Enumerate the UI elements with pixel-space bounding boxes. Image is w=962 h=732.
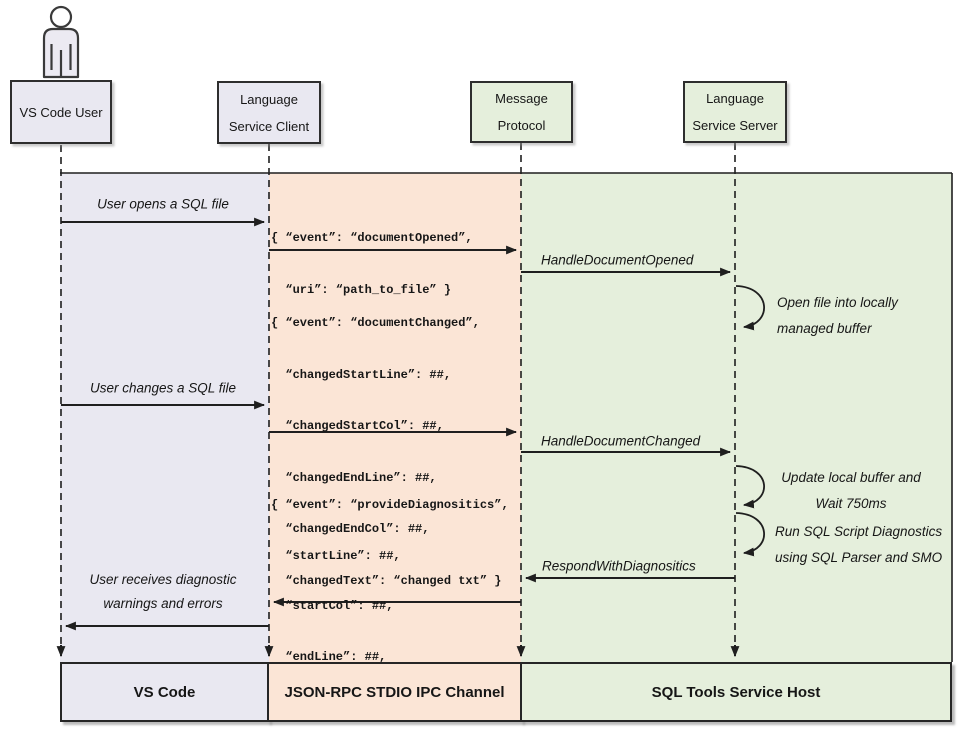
message-label-handle-document-changed: HandleDocumentChanged xyxy=(541,433,701,449)
annotation-line: managed buffer xyxy=(777,321,872,336)
annotation-update-buffer: Update local buffer and Wait 750ms xyxy=(772,465,930,517)
payload-line: { “event”: “documentOpened”, xyxy=(271,231,473,245)
message-label-handle-document-opened: HandleDocumentOpened xyxy=(541,252,694,268)
actor-box-language-service-client: Language Service Client xyxy=(217,81,321,144)
actor-box-message-protocol: Message Protocol xyxy=(470,81,573,143)
actor-label: VS Code User xyxy=(19,104,103,120)
message-label-respond-with-diagnostics: RespondWithDiagnositics xyxy=(542,558,696,574)
payload-document-opened: { “event”: “documentOpened”, “uri”: “pat… xyxy=(271,199,473,330)
payload-line: { “event”: “documentChanged”, xyxy=(271,316,480,330)
annotation-open-file: Open file into locally managed buffer xyxy=(777,290,898,342)
payload-line: “uri”: “path_to_file” } xyxy=(271,282,452,297)
annotation-run-diagnostics: Run SQL Script Diagnostics using SQL Par… xyxy=(775,519,942,571)
footer-box-vscode: VS Code xyxy=(60,662,269,722)
payload-line: “changedEndLine”: ##, xyxy=(271,470,437,485)
payload-line: “startCol”: ##, xyxy=(271,599,394,613)
annotation-line: Open file into locally xyxy=(777,295,898,310)
footer-label: JSON-RPC STDIO IPC Channel xyxy=(284,683,505,701)
person-icon xyxy=(42,5,80,79)
payload-line: “changedStartLine”: ##, xyxy=(271,367,452,382)
payload-line: “changedText”: “changed txt” } xyxy=(271,573,502,588)
payload-line: “startLine”: ##, xyxy=(271,548,401,563)
footer-label: SQL Tools Service Host xyxy=(651,683,821,701)
actor-label: Language xyxy=(240,91,298,107)
message-label-user-changes: User changes a SQL file xyxy=(89,380,237,396)
payload-line: { “event”: “provideDiagnositics”, xyxy=(271,498,509,512)
lane-service-host xyxy=(521,173,952,662)
message-label-line: warnings and errors xyxy=(103,596,223,611)
message-label-user-opens: User opens a SQL file xyxy=(97,196,229,212)
actor-label: Message xyxy=(495,91,548,106)
message-label-user-receives: User receives diagnostic warnings and er… xyxy=(89,568,236,616)
footer-box-ipc-channel: JSON-RPC STDIO IPC Channel xyxy=(267,662,522,722)
actor-label: Service Client xyxy=(228,118,310,134)
actor-label: Protocol xyxy=(497,118,546,133)
message-label-line: User receives diagnostic xyxy=(89,572,237,587)
annotation-line: using SQL Parser and SMO xyxy=(775,550,943,565)
actor-label: Language xyxy=(706,91,764,106)
payload-line: “endLine”: ##, xyxy=(271,649,387,664)
footer-label: VS Code xyxy=(133,683,196,701)
payload-document-changed: { “event”: “documentChanged”, “changedSt… xyxy=(271,284,501,621)
footer-box-service-host: SQL Tools Service Host xyxy=(520,662,952,722)
lane-ipc-channel xyxy=(269,173,521,662)
lane-vscode xyxy=(60,173,269,662)
actor-box-vscode-user: VS Code User xyxy=(10,80,112,144)
actor-box-language-service-server: Language Service Server xyxy=(683,81,787,143)
annotation-line: Run SQL Script Diagnostics xyxy=(775,524,943,539)
payload-line: “changedEndCol”: ##, xyxy=(271,522,430,536)
actor-label: Service Server xyxy=(692,118,778,133)
annotation-line: Wait 750ms xyxy=(815,496,887,511)
payload-line: “changedStartCol”: ##, xyxy=(271,419,444,433)
annotation-line: Update local buffer and xyxy=(781,470,921,485)
